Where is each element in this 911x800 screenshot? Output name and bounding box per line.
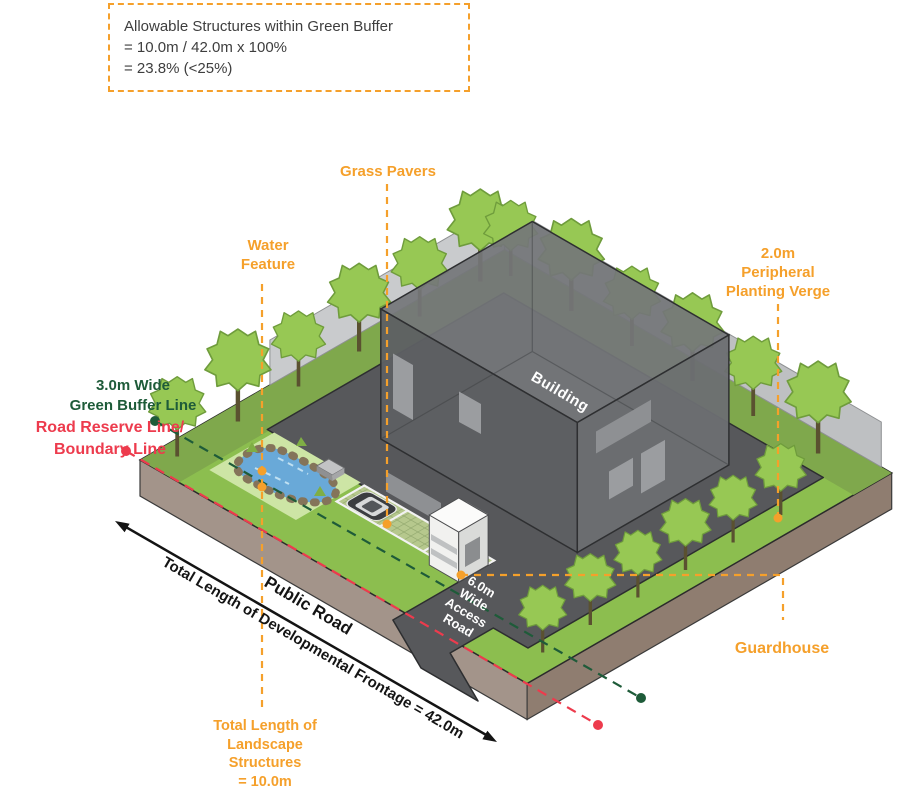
building-hidden-edges — [380, 221, 730, 466]
pond — [236, 447, 337, 503]
label-line: Landscape — [227, 736, 303, 753]
frontage-arrow — [115, 521, 497, 742]
label-line: Water — [247, 237, 289, 254]
label-line: 3.0m Wide — [95, 377, 171, 394]
summary-line: = 10.0m / 42.0m x 100% — [124, 39, 288, 56]
label-line: Road Reserve Line/ — [35, 419, 185, 436]
planting-verge-label: 2.0m Peripheral Planting Verge — [726, 244, 830, 301]
label-line: Green Buffer Line — [69, 397, 197, 414]
building-3d — [379, 220, 731, 559]
green-buffer-dot — [150, 416, 160, 426]
car — [346, 491, 397, 521]
label-line: Peripheral — [741, 264, 815, 281]
building-right-face — [576, 333, 730, 554]
leader-dot — [257, 482, 267, 492]
leader-dot — [257, 466, 267, 476]
boundary-dot — [593, 720, 603, 730]
water-feature — [209, 432, 361, 520]
boundary-line — [125, 450, 599, 726]
summary-line: Allowable Structures within Green Buffer — [124, 18, 394, 35]
leader-dot — [382, 519, 392, 529]
green-buffer-label: 3.0m Wide Green Buffer Line — [70, 376, 197, 416]
annotation-lines — [121, 184, 785, 730]
guardhouse-3d — [428, 497, 490, 583]
water-feature-label: Water Feature — [241, 236, 295, 274]
bench — [315, 458, 346, 481]
label-line: Total Length of — [213, 718, 317, 734]
road-reserve-label: Road Reserve Line/ Boundary Line — [36, 417, 185, 461]
green-buffer-line — [154, 420, 642, 699]
label-line: Boundary Line — [53, 441, 166, 458]
leader-dot — [773, 513, 783, 523]
guardhouse-leader — [461, 573, 785, 620]
pond-shrub — [246, 437, 326, 496]
leader-dot — [456, 570, 466, 580]
summary-line: = 23.8% (<25%) — [124, 60, 233, 77]
label-line: = 10.0m — [238, 773, 292, 790]
landscape-structures-label: Total Length of Landscape Structures = 1… — [213, 717, 317, 791]
label-line: Structures — [228, 755, 302, 771]
label-line: Planting Verge — [725, 283, 831, 300]
label-line: 2.0m — [760, 245, 796, 262]
guardhouse-label: Guardhouse — [734, 640, 830, 657]
grass-pavers-label: Grass Pavers — [340, 163, 436, 180]
label-line: Feature — [240, 256, 296, 273]
boundary-dot — [121, 446, 131, 456]
green-buffer-dot — [636, 693, 646, 703]
summary-box: Allowable Structures within Green Buffer… — [108, 3, 470, 92]
